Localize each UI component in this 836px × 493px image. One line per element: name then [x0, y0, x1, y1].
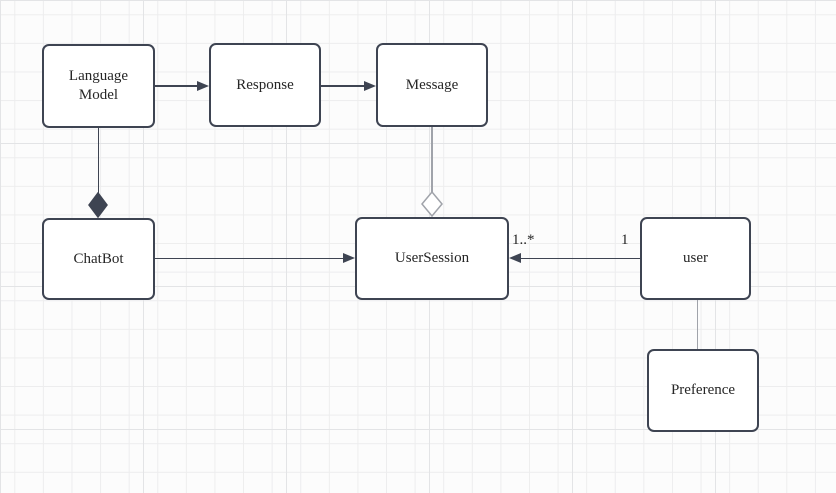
- arrowhead-icon: [197, 80, 209, 91]
- composition-diamond-icon: [88, 192, 108, 218]
- node-user[interactable]: user: [640, 217, 751, 300]
- edge-user-usersession[interactable]: [521, 257, 640, 259]
- node-chatbot[interactable]: ChatBot: [42, 218, 155, 300]
- arrowhead-icon: [509, 253, 521, 263]
- edge-language-model-response[interactable]: [155, 85, 199, 87]
- node-usersession[interactable]: UserSession: [355, 217, 509, 300]
- node-label: Message: [405, 76, 459, 93]
- node-language-model[interactable]: Language Model: [42, 44, 155, 128]
- node-label: ChatBot: [73, 250, 124, 267]
- node-label: Response: [236, 76, 294, 93]
- aggregation-diamond-icon: [420, 191, 443, 217]
- node-preference[interactable]: Preference: [647, 349, 759, 432]
- edge-response-message[interactable]: [321, 85, 365, 87]
- arrowhead-icon: [364, 80, 376, 91]
- node-response[interactable]: Response: [209, 43, 321, 127]
- node-label: UserSession: [394, 250, 470, 267]
- multiplicity-label-source[interactable]: 1: [621, 232, 629, 248]
- node-label: user: [683, 250, 708, 267]
- edge-chatbot-usersession[interactable]: [155, 257, 343, 259]
- edge-user-preference[interactable]: [696, 300, 698, 349]
- edge-language-model-chatbot[interactable]: [97, 128, 99, 195]
- node-label: Language Model: [68, 68, 129, 103]
- arrowhead-icon: [343, 253, 355, 263]
- node-label: Preference: [670, 382, 736, 399]
- multiplicity-label-target[interactable]: 1..*: [512, 232, 535, 248]
- node-message[interactable]: Message: [376, 43, 488, 127]
- edge-message-usersession[interactable]: [431, 127, 433, 193]
